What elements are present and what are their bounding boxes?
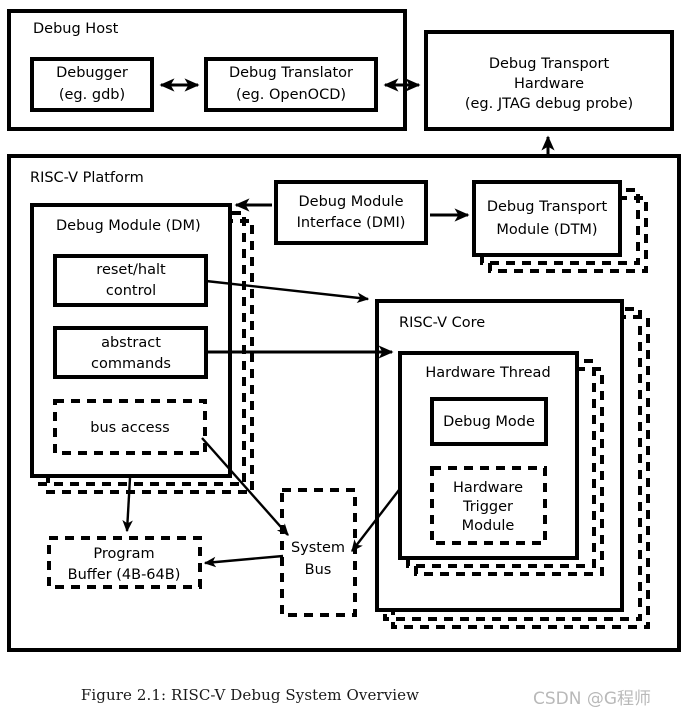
hardware-trigger-module-label-line3: Module xyxy=(462,518,515,534)
debug-transport-hardware-label-line3: (eg. JTAG debug probe) xyxy=(465,96,633,112)
debug-translator-label-line1: Debug Translator xyxy=(229,65,353,81)
reset-halt-control-label-line2: control xyxy=(106,283,156,299)
hardware-trigger-module-box xyxy=(430,466,547,545)
debug-module-label: Debug Module (DM) xyxy=(56,218,201,234)
dmi-label-line2: Interface (DMI) xyxy=(297,215,406,231)
system-bus-group: System Bus xyxy=(280,488,357,617)
debug-mode-label: Debug Mode xyxy=(443,414,535,430)
riscv-core-shadow-1 xyxy=(383,307,642,621)
system-bus-label-line1: System xyxy=(291,540,345,556)
debug-transport-hardware-box xyxy=(424,30,674,131)
system-bus-box xyxy=(280,488,357,617)
debugger-label-line1: Debugger xyxy=(56,65,128,81)
bus-access-box xyxy=(53,399,207,455)
debug-transport-hardware-label-line1: Debug Transport xyxy=(489,56,610,72)
program-buffer-label-line1: Program xyxy=(93,546,154,562)
hardware-thread-label: Hardware Thread xyxy=(425,365,550,381)
dtm-label-line1: Debug Transport xyxy=(487,199,608,215)
debug-module-group: Debug Module (DM) reset/halt control abs… xyxy=(30,203,254,494)
system-bus-label-line2: Bus xyxy=(305,562,332,578)
dmi-label-line1: Debug Module xyxy=(298,194,403,210)
hardware-trigger-module-label-line2: Trigger xyxy=(462,499,513,515)
riscv-platform-label: RISC-V Platform xyxy=(30,170,144,186)
debug-transport-hardware-label-line2: Hardware xyxy=(514,76,584,92)
debug-host-group: Debug Host Debugger (eg. gdb) Debug Tran… xyxy=(7,9,407,131)
figure-caption: Figure 2.1: RISC-V Debug System Overview xyxy=(80,686,420,704)
debugger-box xyxy=(30,57,154,112)
reset-halt-control-box xyxy=(53,254,208,307)
debug-mode-box xyxy=(430,397,548,446)
csdn-watermark: CSDN @G程师 xyxy=(533,689,652,709)
program-buffer-box xyxy=(47,536,202,589)
debug-translator-label-line2: (eg. OpenOCD) xyxy=(236,87,346,103)
debugger-label-line2: (eg. gdb) xyxy=(59,87,125,103)
riscv-core-group: RISC-V Core Hardware Thread Debug Mode H… xyxy=(375,299,650,629)
arrow-hart-to-system-bus xyxy=(351,489,400,552)
arrow-bus-access-to-system-bus xyxy=(201,437,289,536)
abstract-commands-label-line2: commands xyxy=(91,356,171,372)
program-buffer-group: Program Buffer (4B-64B) xyxy=(47,536,202,589)
arrow-reset-halt-to-core xyxy=(205,279,370,304)
debug-transport-hardware-group: Debug Transport Hardware (eg. JTAG debug… xyxy=(383,30,674,178)
debug-host-label: Debug Host xyxy=(33,21,119,37)
dtm-group: Debug Transport Module (DTM) xyxy=(472,180,648,273)
dtm-label-line2: Module (DTM) xyxy=(496,222,597,238)
program-buffer-label-line2: Buffer (4B-64B) xyxy=(68,567,181,583)
dmi-group: Debug Module Interface (DMI) xyxy=(234,180,470,245)
arrow-dm-to-program-buffer xyxy=(122,477,133,533)
debug-translator-box xyxy=(204,57,378,112)
riscv-core-shadow-2 xyxy=(391,315,650,629)
arrow-system-bus-to-program-buffer xyxy=(203,554,284,568)
connection-lines xyxy=(122,279,400,568)
reset-halt-control-label-line1: reset/halt xyxy=(96,262,166,278)
bus-access-label: bus access xyxy=(90,420,169,436)
dtm-box xyxy=(472,180,622,257)
dmi-box xyxy=(274,180,428,245)
riscv-core-label: RISC-V Core xyxy=(399,315,485,331)
abstract-commands-label-line1: abstract xyxy=(101,335,161,351)
hardware-trigger-module-label-line1: Hardware xyxy=(453,480,523,496)
